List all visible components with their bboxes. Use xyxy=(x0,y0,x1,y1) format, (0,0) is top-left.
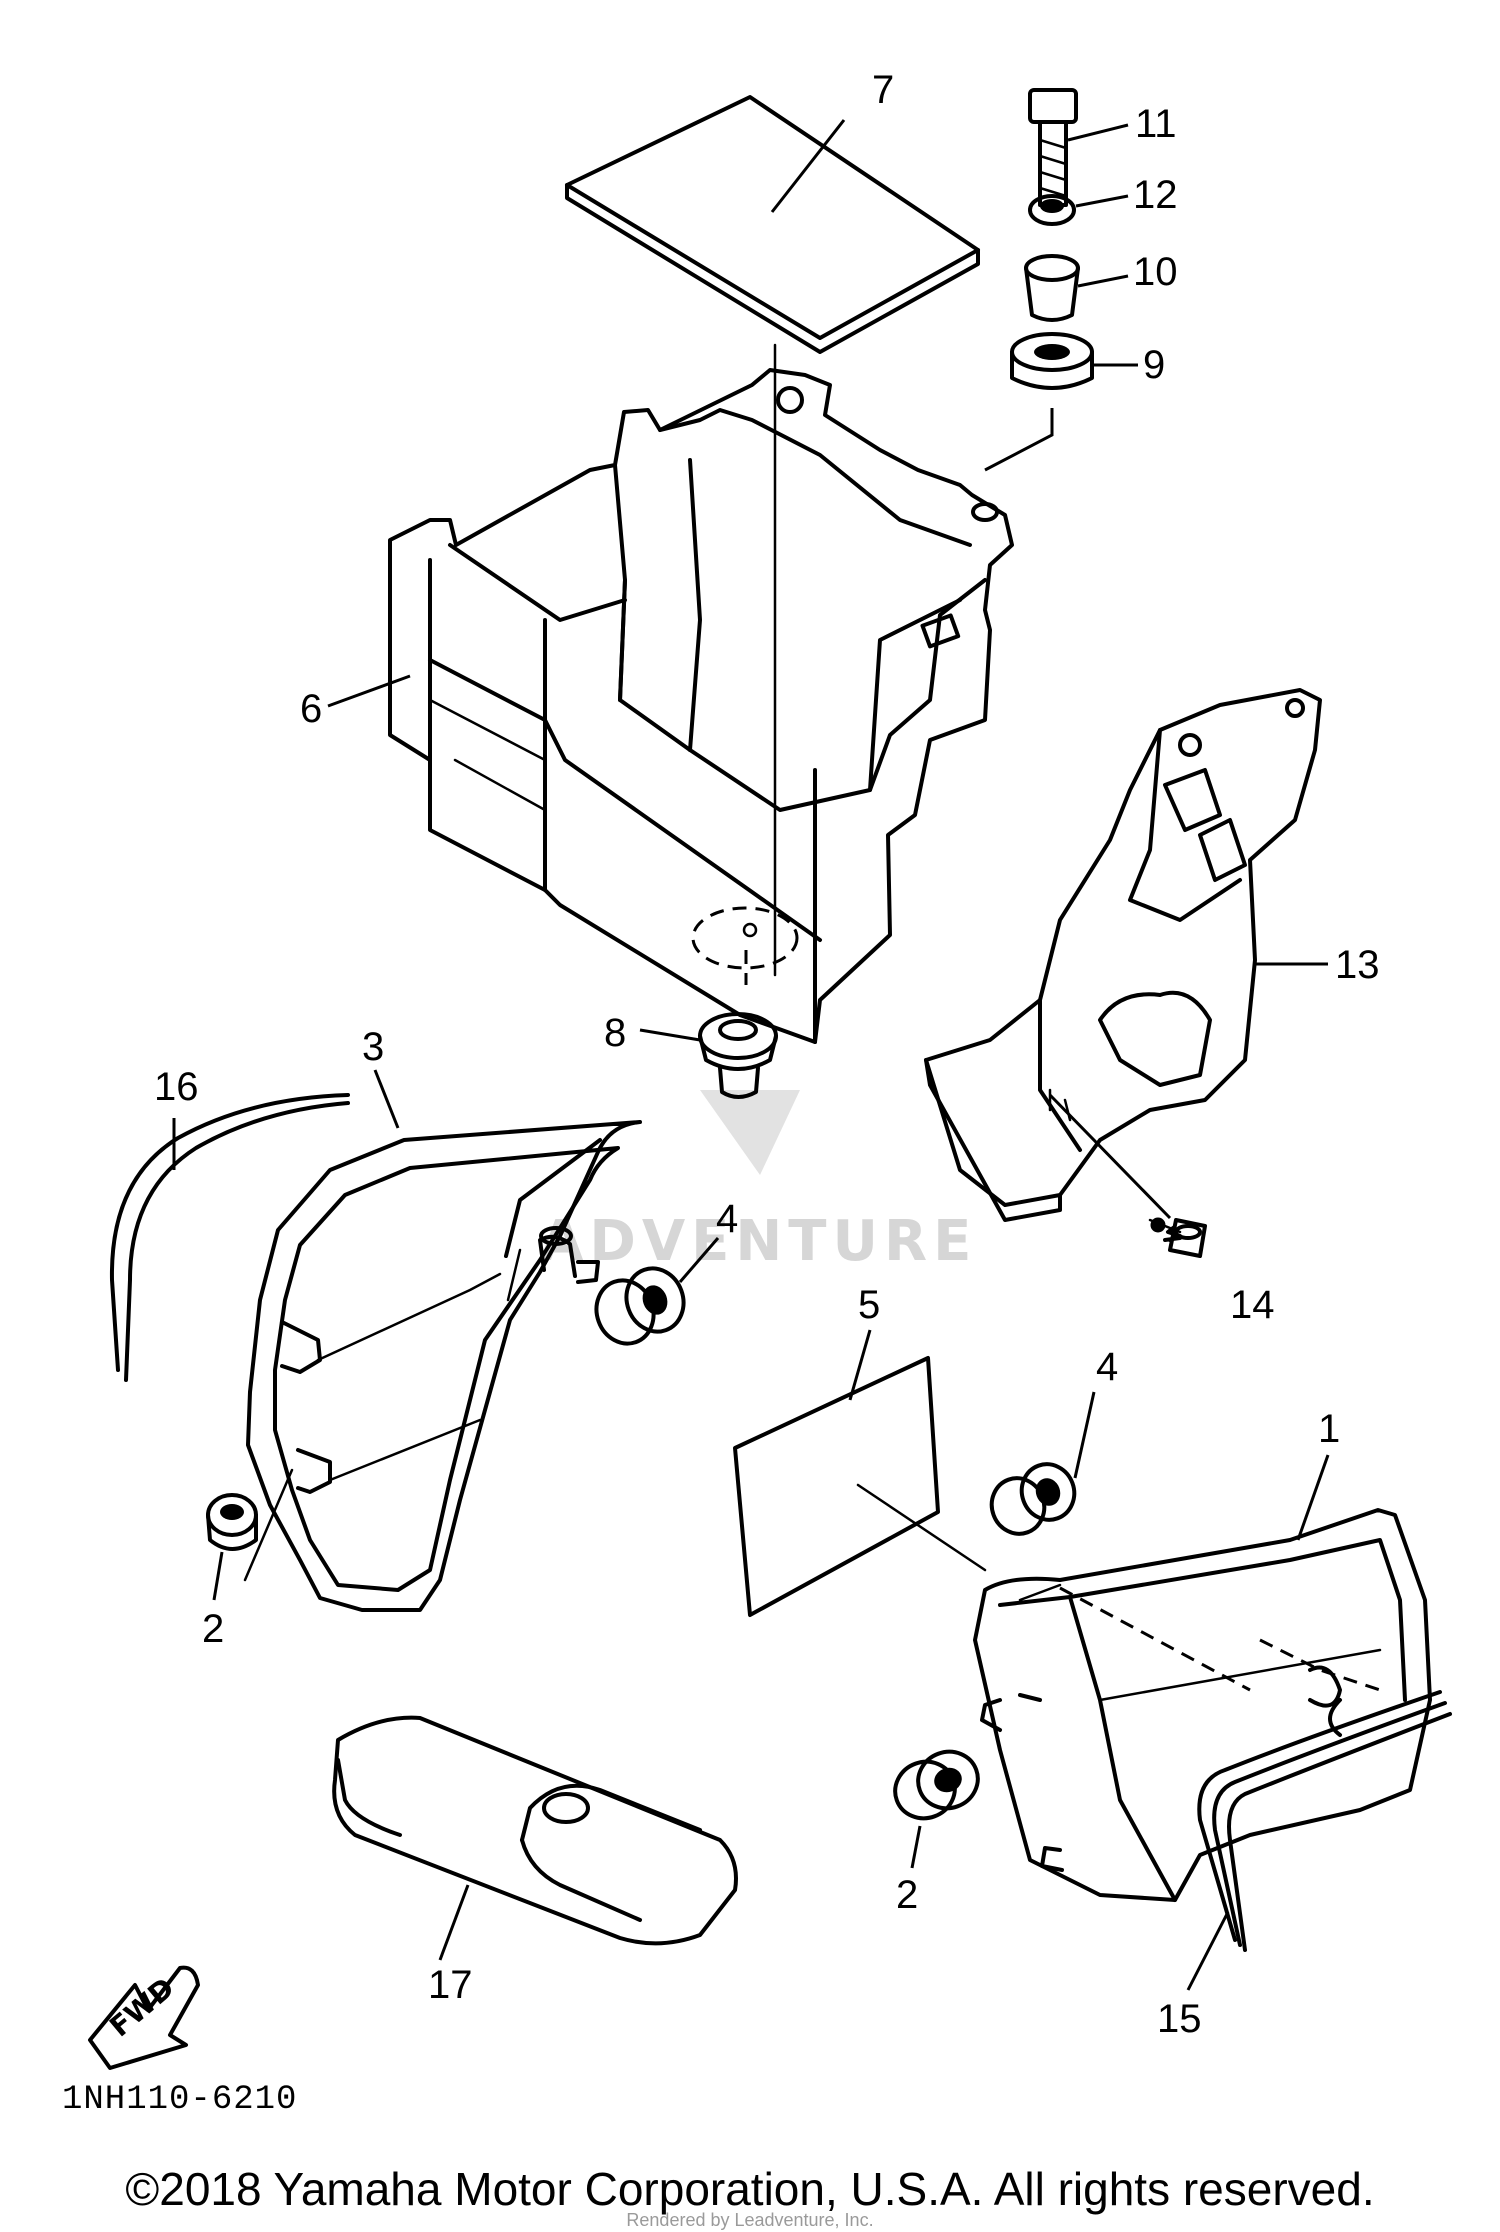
callout-11: 11 xyxy=(1135,102,1177,146)
part-code: 1NH110-6210 xyxy=(62,2081,297,2119)
callout-15: 15 xyxy=(1157,1997,1202,2041)
copyright-notice: ©2018 Yamaha Motor Corporation, U.S.A. A… xyxy=(125,2163,1375,2215)
grommet-4-lower xyxy=(989,1462,1077,1536)
callout-4-upper: 4 xyxy=(716,1197,738,1241)
screw-14 xyxy=(1148,1217,1207,1258)
callout-10: 10 xyxy=(1133,250,1178,294)
battery-box-6 xyxy=(388,368,1014,1044)
callout-13: 13 xyxy=(1335,943,1380,987)
watermark-text: ADVENTURE xyxy=(540,1209,977,1274)
grommet-9 xyxy=(1010,332,1094,390)
bracket-13 xyxy=(924,688,1322,1222)
callout-16: 16 xyxy=(154,1065,199,1109)
callout-14: 14 xyxy=(1230,1283,1275,1327)
callout-7: 7 xyxy=(872,68,894,112)
battery-pad-7 xyxy=(565,95,980,977)
callout-5: 5 xyxy=(858,1283,880,1327)
callout-12: 12 xyxy=(1133,173,1178,217)
callout-2-right: 2 xyxy=(896,1873,918,1917)
callout-2-left: 2 xyxy=(202,1607,224,1651)
callout-17: 17 xyxy=(428,1963,473,2007)
watermark-logo: ADVENTURE xyxy=(540,1090,977,1274)
callout-3: 3 xyxy=(362,1025,384,1069)
callout-4-lower: 4 xyxy=(1096,1345,1118,1389)
bolt-11 xyxy=(1028,88,1078,207)
grommet-2-right xyxy=(893,1749,980,1821)
grommet-2-left xyxy=(206,1493,258,1551)
washer-12 xyxy=(1028,194,1076,226)
callout-8: 8 xyxy=(604,1011,626,1055)
grommet-4-upper xyxy=(594,1266,686,1346)
collar-10 xyxy=(1024,254,1080,322)
callout-6: 6 xyxy=(300,687,322,731)
left-side-cover-3 xyxy=(243,1120,642,1612)
grommet-8 xyxy=(698,1012,778,1099)
render-note: Rendered by Leadventure, Inc. xyxy=(626,2210,874,2230)
stripe-15 xyxy=(1197,1690,1452,1952)
tray-17 xyxy=(332,1715,738,1946)
right-side-cover-1 xyxy=(973,1508,1432,1902)
strip-16 xyxy=(109,1093,350,1382)
callout-9: 9 xyxy=(1143,343,1165,387)
label-sheet-5 xyxy=(733,1356,987,1617)
callout-1: 1 xyxy=(1318,1407,1340,1451)
forward-arrow-icon: FWD xyxy=(88,1965,200,2070)
